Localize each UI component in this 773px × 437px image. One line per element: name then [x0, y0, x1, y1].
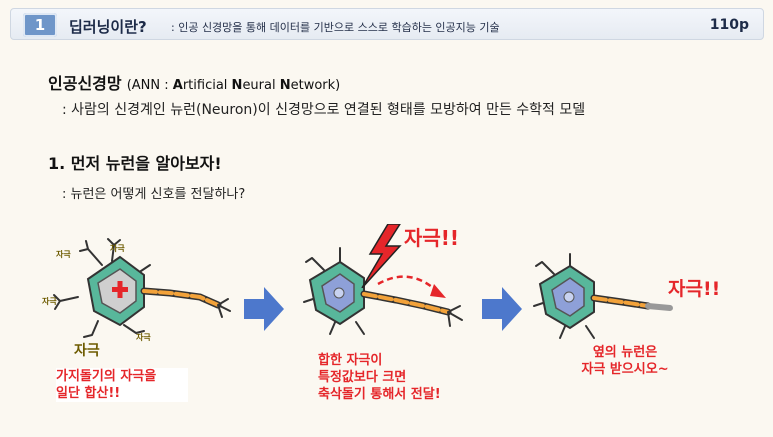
neuron-stage1-illustration — [53, 238, 231, 338]
lightning-bolt-icon — [361, 224, 402, 288]
stimulus-label-1: 자극 — [56, 250, 71, 259]
definition-term: 인공신경망 — [48, 74, 122, 93]
section-heading: 1. 먼저 뉴런을 알아보자! — [48, 154, 222, 173]
definition-term-line: 인공신경망 (ANN : Artificial Neural Network) — [48, 70, 340, 94]
stimulus-label-4: 자극 — [136, 333, 151, 342]
stimulus-label-3: 자극 — [42, 297, 57, 306]
section-question: : 뉴런은 어떻게 신호를 전달하나? — [62, 187, 246, 202]
header-subtitle: : 인공 신경망을 통해 데이터를 기반으로 스스로 학습하는 인공지능 기술 — [171, 21, 500, 34]
definition-description: : 사람의 신경계인 뉴런(Neuron)이 신경망으로 연결된 형태를 모방하… — [62, 102, 586, 118]
stage3-shout: 자극!! — [668, 278, 721, 300]
page-number: 110p — [709, 17, 749, 33]
neuron-stage2-illustration — [303, 247, 463, 335]
stage2-note: 합한 자극이 특정값보다 크면 축삭돌기 통해서 전달! — [318, 353, 441, 402]
ann-abbreviation: (ANN : Artificial Neural Network) — [126, 78, 341, 93]
stimulus-label-2: 자극 — [110, 244, 125, 253]
stimulus-sum-label: 자극 — [74, 343, 100, 359]
section-number-badge: 1 — [23, 13, 57, 37]
stage2-shout: 자극!! — [404, 226, 460, 250]
flow-arrow-1 — [244, 287, 284, 331]
header-title: 딥러닝이란? — [69, 18, 147, 36]
stage1-note: 가지돌기의 자극을 일단 합산!! — [56, 368, 188, 402]
flow-arrow-2 — [482, 287, 522, 331]
header-bar: 1 딥러닝이란? : 인공 신경망을 통해 데이터를 기반으로 스스로 학습하는… — [10, 8, 764, 40]
stage3-note: 옆의 뉴런은 자극 받으시오~ — [581, 345, 669, 377]
neuron-stage3-illustration — [533, 253, 673, 339]
